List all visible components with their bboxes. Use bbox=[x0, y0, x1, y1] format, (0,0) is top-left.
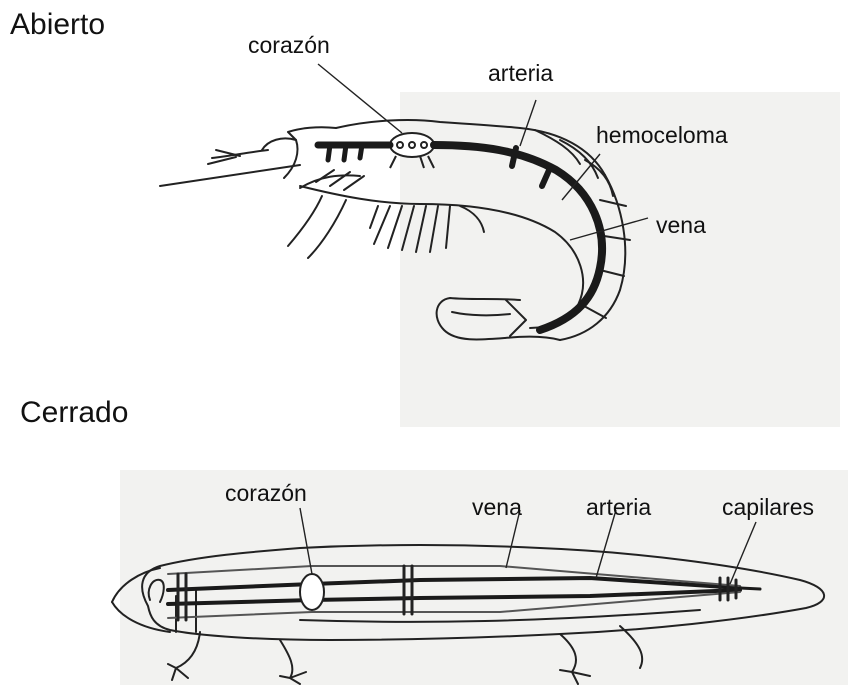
shrimp-artery bbox=[318, 145, 602, 330]
open-system-title: Abierto bbox=[10, 8, 105, 42]
open-artery-label: arteria bbox=[488, 60, 553, 87]
open-hemocoel-label: hemoceloma bbox=[596, 122, 728, 149]
salamander-heart bbox=[300, 574, 324, 610]
closed-artery-label: arteria bbox=[586, 494, 651, 521]
closed-system-title: Cerrado bbox=[20, 396, 128, 430]
shrimp-heart bbox=[390, 133, 434, 168]
closed-vein-label: vena bbox=[472, 494, 522, 521]
open-vein-label: vena bbox=[656, 212, 706, 239]
open-heart-label: corazón bbox=[248, 32, 330, 59]
closed-capillaries-label: capilares bbox=[722, 494, 814, 521]
closed-heart-label: corazón bbox=[225, 480, 307, 507]
